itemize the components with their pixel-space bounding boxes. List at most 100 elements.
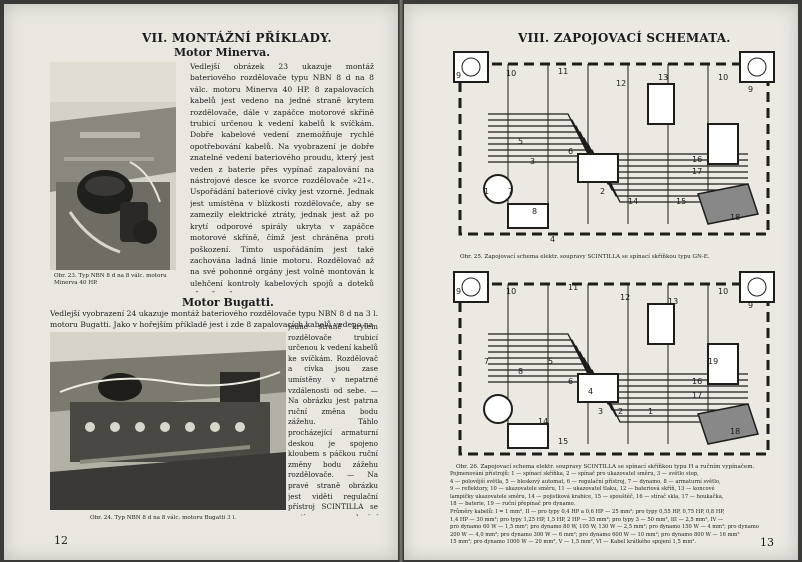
lamp-icon: [747, 277, 767, 297]
horn-symbol: [707, 123, 739, 165]
diagram-label: 5: [518, 137, 523, 146]
legend-block: Pojmenování přístrojů: 1 — spínací skříň…: [450, 471, 780, 547]
diagram-label: 4: [550, 235, 555, 244]
diagram-label: 3: [530, 157, 535, 166]
battery-symbol: [697, 183, 759, 225]
subtitle-minerva: Motor Minerva.: [174, 46, 271, 59]
diagram-label: 9: [748, 301, 753, 310]
diagram-label: 8: [518, 367, 523, 376]
diagram-label: 15: [676, 197, 686, 206]
headlight-right: [739, 51, 775, 83]
diagram-label: 19: [708, 357, 718, 366]
legend-line: 4 — polovější světla, 5 — bleskový autom…: [450, 478, 721, 485]
diagram-label: 10: [506, 69, 516, 78]
diagram-label: 11: [558, 67, 568, 76]
horn-symbol: [707, 343, 739, 385]
diagram-label: 8: [532, 207, 537, 216]
diagram-label: 3: [598, 407, 603, 416]
lamp-icon: [461, 277, 481, 297]
diagram-label: 14: [628, 197, 638, 206]
dynamo-symbol: [483, 174, 513, 204]
diagram-label: 1: [484, 187, 489, 196]
diagram-label: 7: [508, 187, 513, 196]
diagram-label: 9: [456, 287, 461, 296]
diagram-label: 9: [456, 71, 461, 80]
diagram-label: 18: [730, 213, 740, 222]
battery-symbol: [697, 403, 759, 445]
diagram-label: 11: [568, 283, 578, 292]
regulator-symbol: [647, 303, 675, 345]
legend-line: 15 mm²; pro dynamo 1000 W — 20 mm², V — …: [450, 539, 696, 546]
diagram-label: 17: [692, 167, 702, 176]
diagram-label: 16: [692, 377, 702, 386]
wire: [488, 351, 748, 393]
diagram-label: 12: [616, 79, 626, 88]
caption-24: Obr. 24. Typ NBN 8 d na 8 válc. motoru B…: [90, 515, 237, 521]
diagram-label: 9: [748, 85, 753, 94]
legend-line: 200 W — 4,0 mm²; pro dynamo 300 W — 6 mm…: [450, 531, 740, 538]
diagram-label: 14: [538, 417, 548, 426]
diagram-label: 16: [692, 155, 702, 164]
fuse-box-symbol: [507, 203, 549, 229]
diagram-label: 7: [484, 357, 489, 366]
lamp-icon: [461, 57, 481, 77]
diagram-label: 18: [730, 427, 740, 436]
legend-line: 9 — reflektory, 10 — ukazovatele směru, …: [450, 486, 715, 493]
caption-25: Obr. 25. Zapojovací schema elektr. soupr…: [460, 254, 710, 260]
diagram-label: 2: [618, 407, 623, 416]
headlight-left: [453, 271, 489, 303]
diagram-label: 10: [506, 287, 516, 296]
diagram-label: 10: [718, 73, 728, 82]
page-number-left: 12: [54, 534, 68, 547]
page-number-right: 13: [760, 536, 774, 549]
photo-bugatti-engine: [50, 332, 286, 510]
fuse-box-symbol: [507, 423, 549, 449]
diagram-label: 6: [568, 147, 573, 156]
chapter-title-left: VII. MONTÁŽNÍ PŘÍKLADY.: [142, 31, 332, 45]
bugatti-intro: Vedlejší vyobrazení 24 ukazuje montáž ba…: [50, 309, 378, 330]
photo-minerva-engine: [50, 62, 176, 270]
minerva-paragraph: Vedlejší obrázek 23 ukazuje montáž bater…: [190, 62, 374, 293]
diagram-label: 4: [588, 387, 593, 396]
diagram-label: 13: [658, 73, 668, 82]
bugatti-engine-illustration: [50, 332, 286, 510]
wire: [488, 125, 748, 167]
bugatti-column: jedné straně krytem rozdělovače trubicí …: [288, 322, 378, 516]
book-gutter: [398, 0, 404, 562]
subtitle-bugatti: Motor Bugatti.: [182, 296, 274, 309]
legend-line: Pojmenování přístrojů: 1 — spínací skříň…: [450, 471, 699, 477]
headlight-left: [453, 51, 489, 83]
dynamo-symbol: [483, 394, 513, 424]
headlight-right: [739, 271, 775, 303]
diagram-label: 13: [668, 297, 678, 306]
legend-line: pro dynamo 60 W — 1,5 mm²; pro dynamo 80…: [450, 524, 759, 531]
regulator-symbol: [647, 83, 675, 125]
diagram-label: 15: [558, 437, 568, 446]
left-page: VII. MONTÁŽNÍ PŘÍKLADY. Motor Minerva. O…: [4, 4, 398, 560]
legend-line: lampičky ukazovatele směru, 14 — pojistk…: [450, 493, 724, 500]
wire: [488, 119, 748, 161]
wire: [488, 339, 748, 381]
chapter-title-right: VIII. ZAPOJOVACÍ SCHEMATA.: [518, 31, 731, 45]
legend-line: Průměry kabelů: I = 1 mm², II — pro typy…: [450, 508, 725, 515]
caption-26: Obr. 26. Zapojovací schema elektr. soupr…: [456, 464, 755, 470]
diagram-label: 2: [600, 187, 605, 196]
caption-23: Obr. 23. Typ NBN 8 d na 8 válc. motoru M…: [54, 273, 167, 286]
lamp-icon: [747, 57, 767, 77]
wire: [488, 345, 748, 387]
minerva-engine-illustration: [50, 62, 176, 270]
legend-line: 18 — baterie, 19 — ruční přepínač pro dy…: [450, 501, 576, 508]
diagram-label: 12: [620, 293, 630, 302]
diagram-label: 5: [548, 357, 553, 366]
legend-line: 1,4 HP — 30 mm²; pro typy 1,25 HP, 1,5 H…: [450, 516, 724, 523]
switch-box-symbol: [577, 373, 619, 403]
wire: [488, 131, 748, 173]
diagram-label: 17: [692, 391, 702, 400]
diagram-label: 6: [568, 377, 573, 386]
